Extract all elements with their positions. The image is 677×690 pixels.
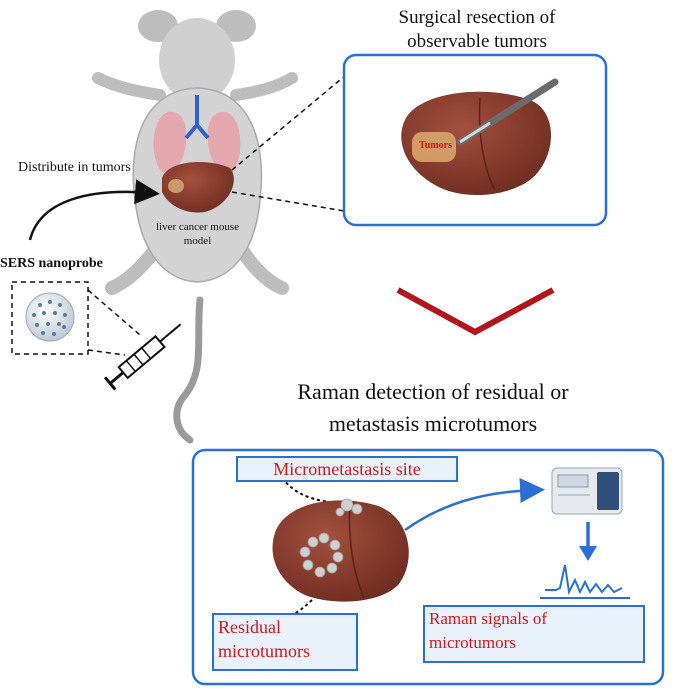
scalpel-icon [456,78,559,146]
nanoparticle-icon [25,292,75,342]
raman-signals-line2: microtumors [429,633,516,652]
resection-title-line2: observable tumors [407,31,547,52]
raman-title-line1: Raman detection of residual or [297,379,569,404]
lung-icon [153,95,241,173]
resection-title-line1: Surgical resection of [398,7,556,28]
syringe-icon [103,323,182,391]
residual-label: Residual microtumors [212,613,358,671]
micrometastasis-label: Micrometastasis site [236,456,458,482]
down-arrow-icon [579,522,597,561]
flow-arrow [404,478,545,532]
spectrum-icon [540,564,630,599]
connector-dashed [231,191,351,213]
connector-dotted [281,477,346,506]
connector-dashed [87,289,141,336]
mouse-model-label: liver cancer mouse model [140,220,255,248]
micrometastasis-text: Micrometastasis site [273,459,421,479]
raman-signals-label: Raman signals of microtumors [423,605,645,663]
raman-title-line2: metastasis microtumors [328,411,538,436]
mouse-liver-icon [162,162,234,213]
residual-line2: microtumors [218,641,310,661]
residual-line1: Residual [218,617,281,637]
tumors-label: Tumors [419,140,452,151]
connector-dashed [87,349,126,356]
distribute-arrow [28,179,160,241]
nanoprobe-label: SERS nanoprobe [0,256,103,271]
residual-liver-icon [272,498,409,602]
mouse-model-line1: liver cancer mouse [155,221,240,233]
mouse-model-line2: model [183,235,212,247]
resection-title: Surgical resection of observable tumors [352,6,602,54]
down-chevron-icon [396,287,555,336]
raman-title: Raman detection of residual or metastasi… [268,376,598,440]
connector-dashed [231,69,353,171]
spectrometer-icon [551,467,623,515]
liver-icon [401,91,552,196]
nanoparticle-box [11,281,89,355]
mouse-illustration [92,10,298,444]
distribute-label: Distribute in tumors [18,160,131,175]
raman-signals-line1: Raman signals of [429,609,548,628]
